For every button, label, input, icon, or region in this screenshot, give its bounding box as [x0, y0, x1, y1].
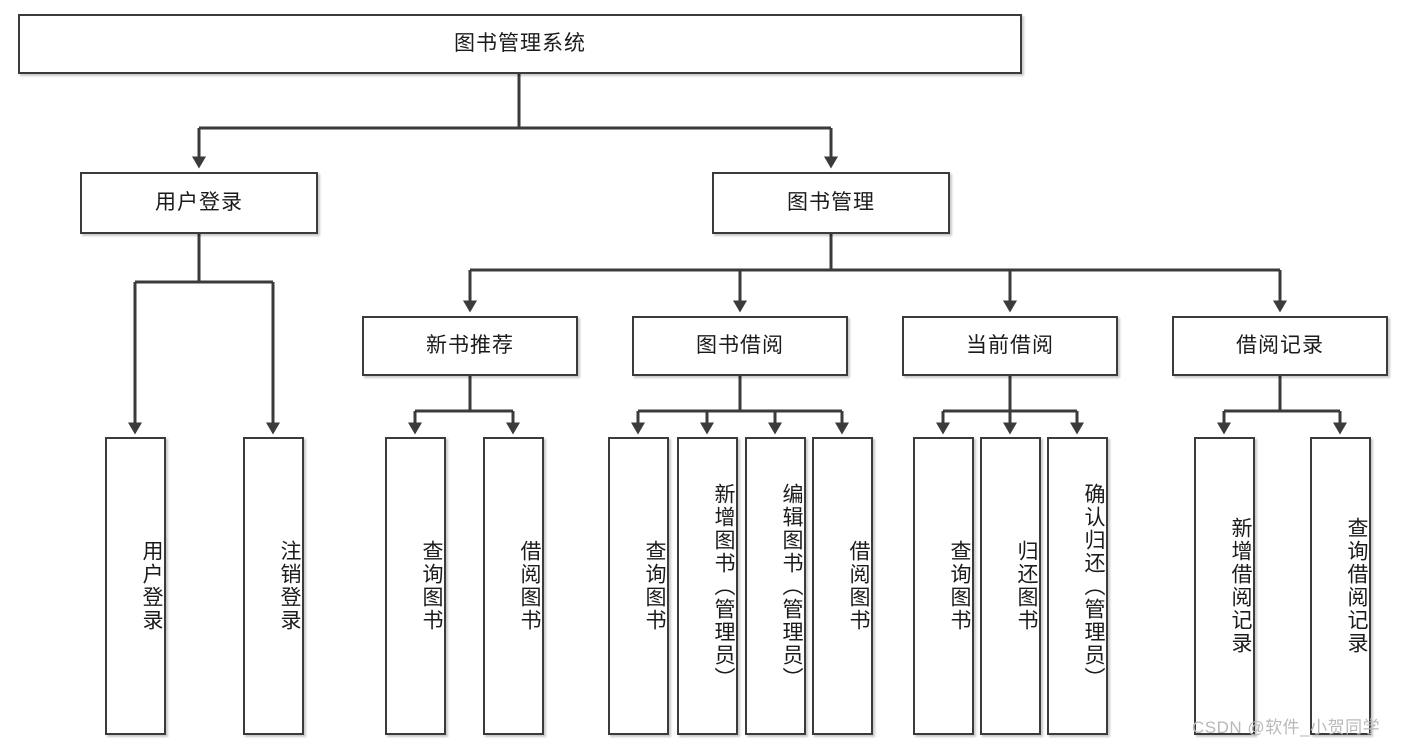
node-leaf-br-query-record[interactable]: 查询借阅记录	[1310, 437, 1371, 735]
node-leaf-cb-query-book[interactable]: 查询图书	[913, 437, 974, 735]
node-book-borrow[interactable]: 图书借阅	[632, 316, 848, 376]
node-leaf-br-query-record-label: 查询借阅记录	[1345, 517, 1368, 655]
node-book-manage-label: 图书管理	[787, 191, 875, 215]
node-leaf-logout-label: 注销登录	[278, 540, 301, 632]
node-current-borrow-label: 当前借阅	[966, 334, 1054, 358]
node-book-manage[interactable]: 图书管理	[712, 172, 950, 234]
node-root-label: 图书管理系统	[454, 32, 586, 56]
node-leaf-user-login-label: 用户登录	[140, 540, 163, 632]
node-leaf-nb-borrow-book[interactable]: 借阅图书	[483, 437, 544, 735]
node-leaf-bb-query-book-label: 查询图书	[643, 540, 666, 632]
node-leaf-bb-borrow-book[interactable]: 借阅图书	[812, 437, 873, 735]
node-leaf-logout[interactable]: 注销登录	[243, 437, 304, 735]
node-leaf-bb-edit-book-label: 编辑图书（管理员）	[780, 482, 803, 690]
node-leaf-nb-borrow-book-label: 借阅图书	[518, 540, 541, 632]
node-leaf-br-add-record-label: 新增借阅记录	[1229, 517, 1252, 655]
node-leaf-cb-confirm-return[interactable]: 确认归还（管理员）	[1047, 437, 1108, 735]
node-borrow-record-label: 借阅记录	[1236, 334, 1324, 358]
node-leaf-nb-query-book-label: 查询图书	[420, 540, 443, 632]
watermark: CSDN @软件_小贺同学	[1192, 718, 1381, 737]
node-leaf-nb-query-book[interactable]: 查询图书	[385, 437, 446, 735]
node-leaf-cb-confirm-return-label: 确认归还（管理员）	[1082, 482, 1105, 690]
node-user-login[interactable]: 用户登录	[80, 172, 318, 234]
node-user-login-label: 用户登录	[155, 191, 243, 215]
node-leaf-cb-return-book[interactable]: 归还图书	[980, 437, 1041, 735]
node-leaf-bb-borrow-book-label: 借阅图书	[847, 540, 870, 632]
node-book-borrow-label: 图书借阅	[696, 334, 784, 358]
node-leaf-bb-add-book-label: 新增图书（管理员）	[712, 482, 735, 690]
node-current-borrow[interactable]: 当前借阅	[902, 316, 1118, 376]
node-leaf-br-add-record[interactable]: 新增借阅记录	[1194, 437, 1255, 735]
node-leaf-bb-edit-book[interactable]: 编辑图书（管理员）	[745, 437, 806, 735]
node-leaf-cb-query-book-label: 查询图书	[948, 540, 971, 632]
node-leaf-user-login[interactable]: 用户登录	[105, 437, 166, 735]
node-new-book-recommend[interactable]: 新书推荐	[362, 316, 578, 376]
node-new-book-recommend-label: 新书推荐	[426, 334, 514, 358]
node-leaf-cb-return-book-label: 归还图书	[1015, 540, 1038, 632]
node-root[interactable]: 图书管理系统	[18, 14, 1022, 74]
node-leaf-bb-add-book[interactable]: 新增图书（管理员）	[677, 437, 738, 735]
node-borrow-record[interactable]: 借阅记录	[1172, 316, 1388, 376]
node-leaf-bb-query-book[interactable]: 查询图书	[608, 437, 669, 735]
